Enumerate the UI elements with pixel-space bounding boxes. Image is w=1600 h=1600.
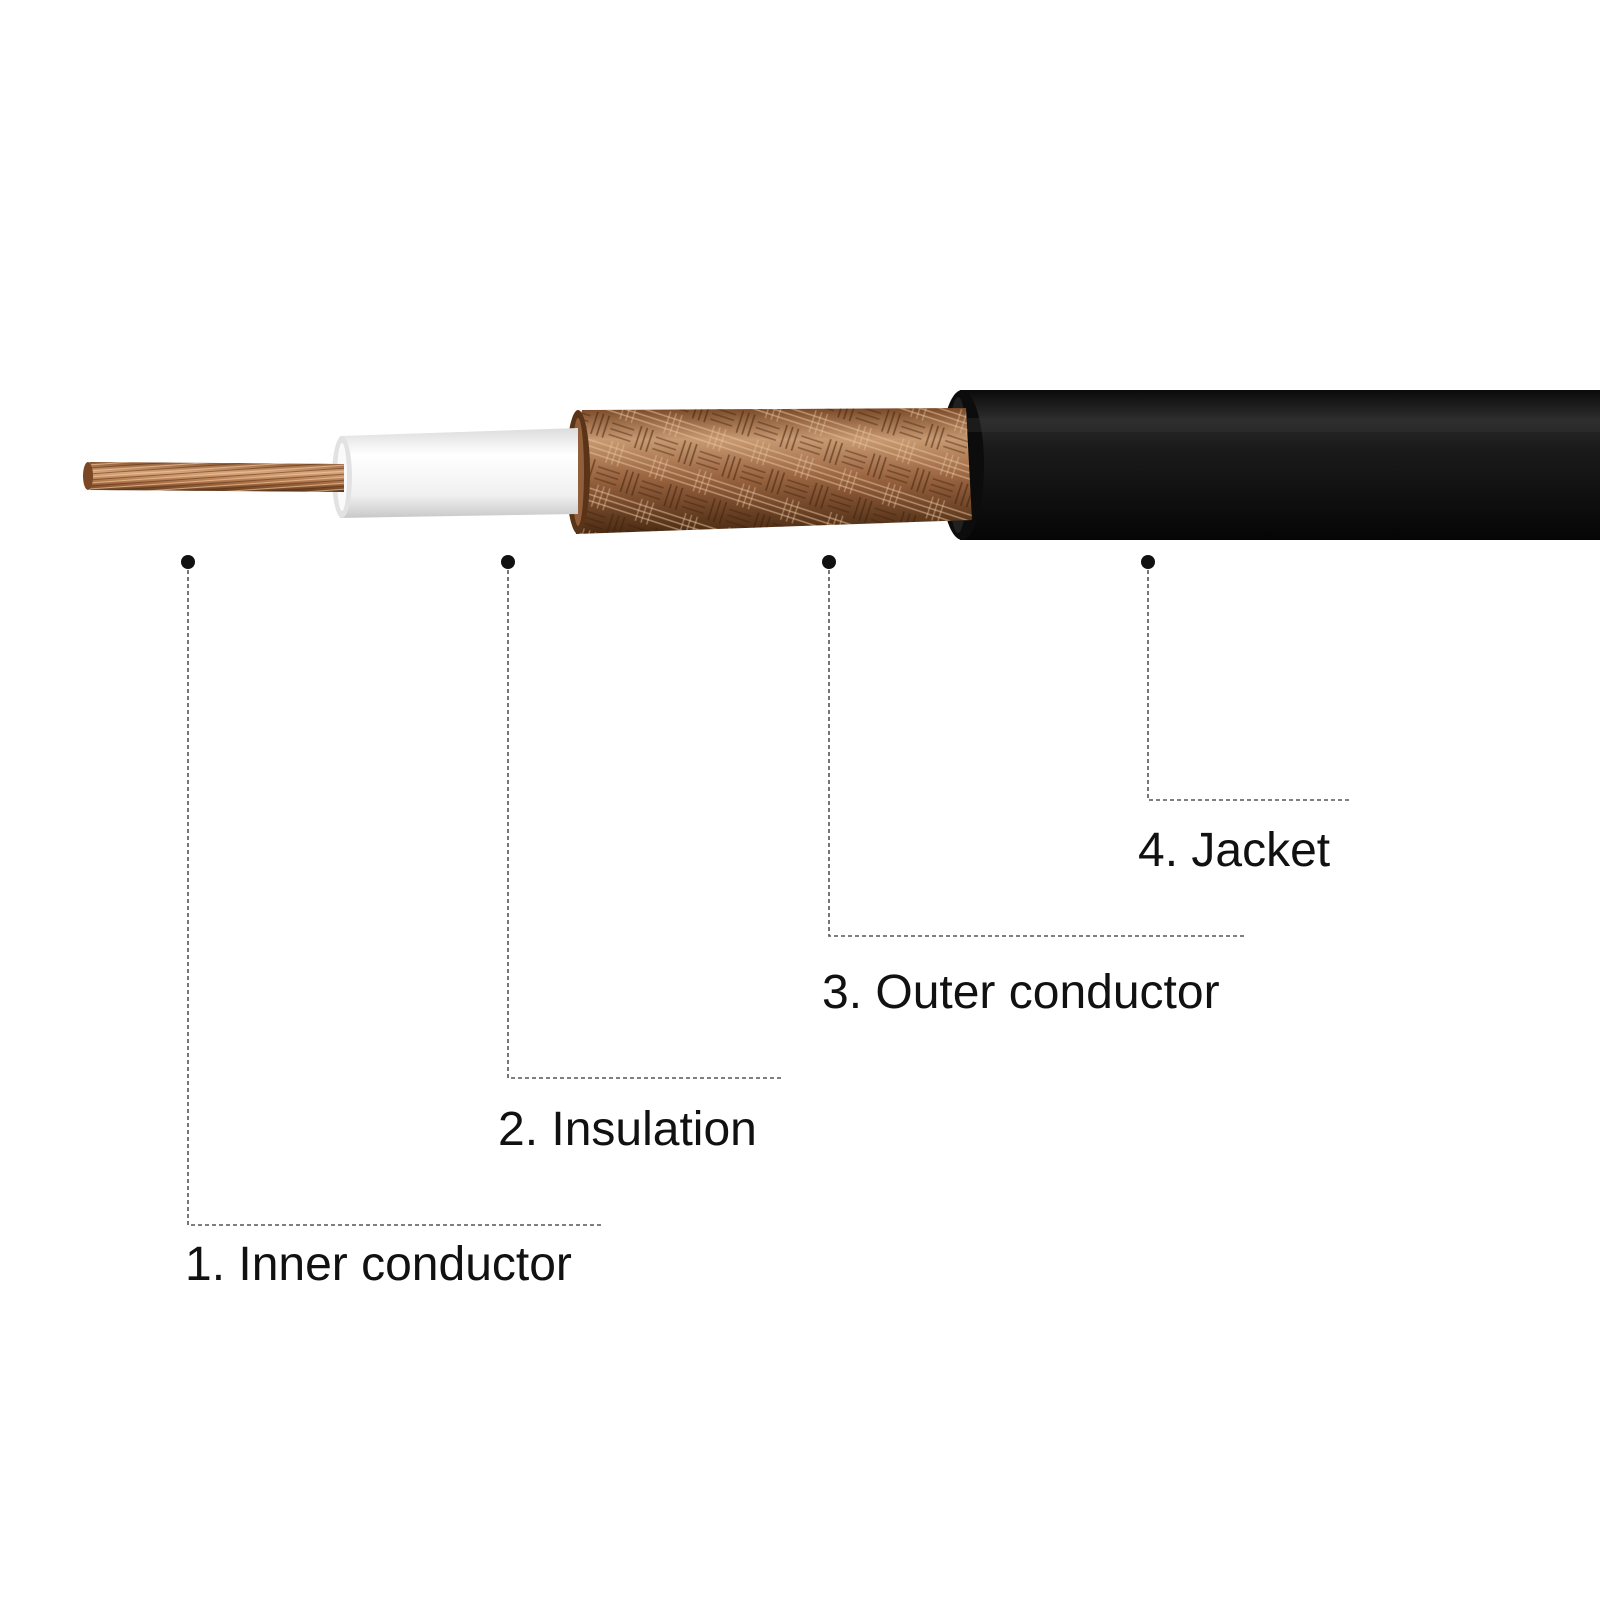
marker-dot-jacket bbox=[1141, 555, 1155, 569]
marker-dot-outer-conductor bbox=[822, 555, 836, 569]
marker-dot-inner-conductor bbox=[181, 555, 195, 569]
insulation-segment bbox=[332, 428, 578, 518]
leader-lines bbox=[181, 555, 1351, 1226]
label-inner-conductor: 1. Inner conductor bbox=[185, 1238, 572, 1291]
leader-line-jacket bbox=[1147, 570, 1351, 801]
label-insulation: 2. Insulation bbox=[498, 1103, 757, 1156]
coax-cable-illustration bbox=[83, 390, 1600, 540]
label-outer-conductor: 3. Outer conductor bbox=[822, 966, 1220, 1019]
leader-line-outer-conductor bbox=[828, 570, 1245, 937]
marker-dot-insulation bbox=[501, 555, 515, 569]
part-labels: 1. Inner conductor 2. Insulation 3. Oute… bbox=[185, 824, 1330, 1291]
inner-conductor-segment bbox=[83, 462, 344, 492]
leader-line-inner-conductor bbox=[187, 570, 603, 1226]
jacket-segment bbox=[940, 390, 1600, 540]
outer-conductor-segment bbox=[566, 408, 972, 534]
label-jacket: 4. Jacket bbox=[1138, 824, 1330, 877]
leader-line-insulation bbox=[507, 570, 783, 1079]
